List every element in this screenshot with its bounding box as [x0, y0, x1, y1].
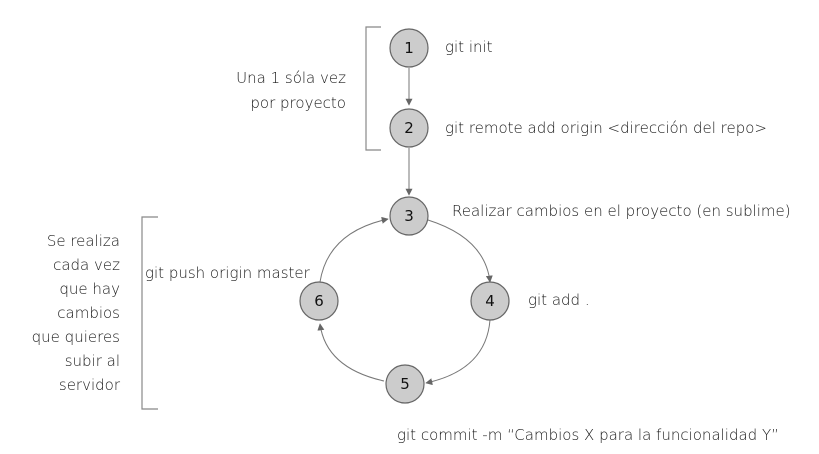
repeat-note-line-2: cada vez	[53, 256, 120, 274]
once-bracket	[365, 26, 381, 151]
command-git-init: git init	[445, 38, 493, 56]
repeat-note-line-5: que quieres	[32, 328, 120, 346]
repeat-note-line-3: que hay	[59, 280, 120, 298]
edge-3-to-4	[427, 219, 493, 283]
node-4-number: 4	[485, 292, 495, 310]
node-3: 3	[389, 196, 429, 236]
edge-4-to-5	[425, 319, 491, 386]
node-5-number: 5	[400, 375, 410, 393]
once-note-line-2: por proyecto	[250, 94, 346, 112]
edge-6-to-3	[319, 216, 389, 283]
once-note-line-1: Una 1 sóla vez	[236, 69, 346, 87]
node-2: 2	[389, 108, 429, 148]
command-git-push: git push origin master	[145, 264, 311, 282]
command-git-commit: git commit -m “Cambios X para la funcion…	[397, 426, 779, 444]
command-git-remote-add: git remote add origin <dirección del rep…	[445, 119, 767, 137]
edge-5-to-6	[317, 323, 385, 382]
command-git-add: git add .	[528, 291, 590, 309]
node-6-number: 6	[314, 292, 324, 310]
node-1-number: 1	[404, 39, 414, 57]
repeat-note-line-1: Se realiza	[47, 232, 120, 250]
command-make-changes: Realizar cambios en el proyecto (en subl…	[452, 202, 791, 220]
repeat-bracket	[141, 216, 158, 410]
node-6: 6	[299, 281, 339, 321]
node-3-number: 3	[404, 207, 414, 225]
node-1: 1	[389, 28, 429, 68]
node-4: 4	[470, 281, 510, 321]
node-5: 5	[385, 364, 425, 404]
node-2-number: 2	[404, 119, 414, 137]
repeat-note-line-4: cambios	[57, 304, 120, 322]
repeat-note-line-7: servidor	[59, 376, 121, 394]
repeat-note-line-6: subir al	[65, 352, 120, 370]
